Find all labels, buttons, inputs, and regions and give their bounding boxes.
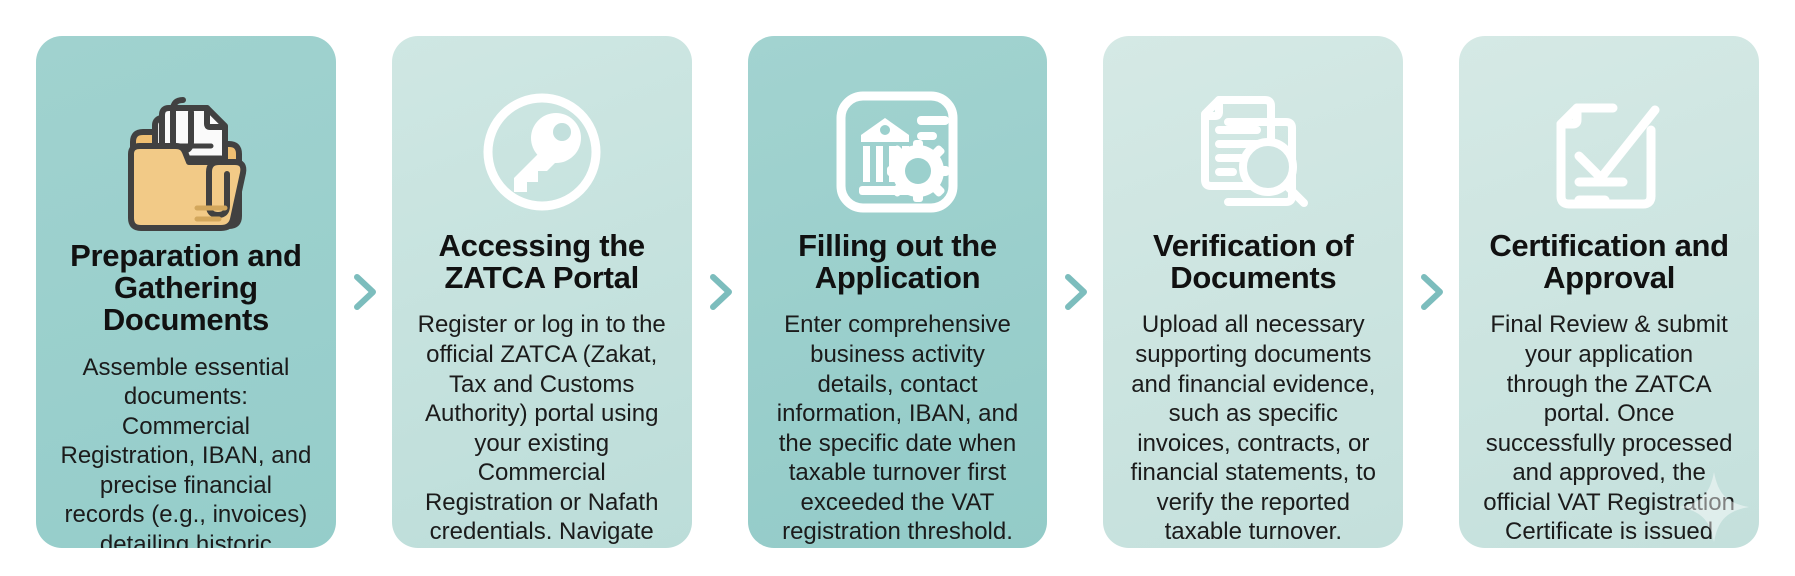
step-connector-4 xyxy=(1403,36,1459,548)
document-checkmark-icon xyxy=(1539,82,1679,222)
step-connector-3 xyxy=(1047,36,1103,548)
chevron-right-icon xyxy=(336,264,392,320)
step-connector-2 xyxy=(692,36,748,548)
step-title: Preparation and Gathering Documents xyxy=(70,238,302,338)
step-title: Filling out the Application xyxy=(798,228,997,296)
step-connector-1 xyxy=(336,36,392,548)
chevron-right-icon xyxy=(1047,264,1103,320)
documents-magnifier-icon xyxy=(1183,82,1323,222)
process-step-card-2[interactable]: Accessing the ZATCA Portal Register or l… xyxy=(391,36,692,548)
bank-gear-form-icon xyxy=(827,82,967,222)
chevron-right-icon xyxy=(1403,264,1459,320)
process-step-card-1[interactable]: Preparation and Gathering Documents Asse… xyxy=(36,36,336,548)
key-circle-icon xyxy=(472,82,612,222)
process-step-card-3[interactable]: Filling out the Application Enter compre… xyxy=(747,36,1048,548)
process-step-card-5[interactable]: Certification and Approval Final Review … xyxy=(1459,36,1759,548)
process-step-card-4[interactable]: Verification of Documents Upload all nec… xyxy=(1103,36,1404,548)
step-description: Final Review & submit your application t… xyxy=(1483,311,1735,548)
step-title: Certification and Approval xyxy=(1489,228,1729,296)
step-title: Verification of Documents xyxy=(1153,228,1354,296)
chevron-right-icon xyxy=(692,264,748,320)
step-description: Upload all necessary supporting document… xyxy=(1130,311,1377,546)
step-title: Accessing the ZATCA Portal xyxy=(438,228,646,296)
step-description: Enter comprehensive business activity de… xyxy=(776,311,1019,546)
folder-documents-icon xyxy=(111,82,261,232)
step-description: Assemble essential documents: Commercial… xyxy=(60,353,312,548)
step-description: Register or log in to the official ZATCA… xyxy=(417,311,666,548)
